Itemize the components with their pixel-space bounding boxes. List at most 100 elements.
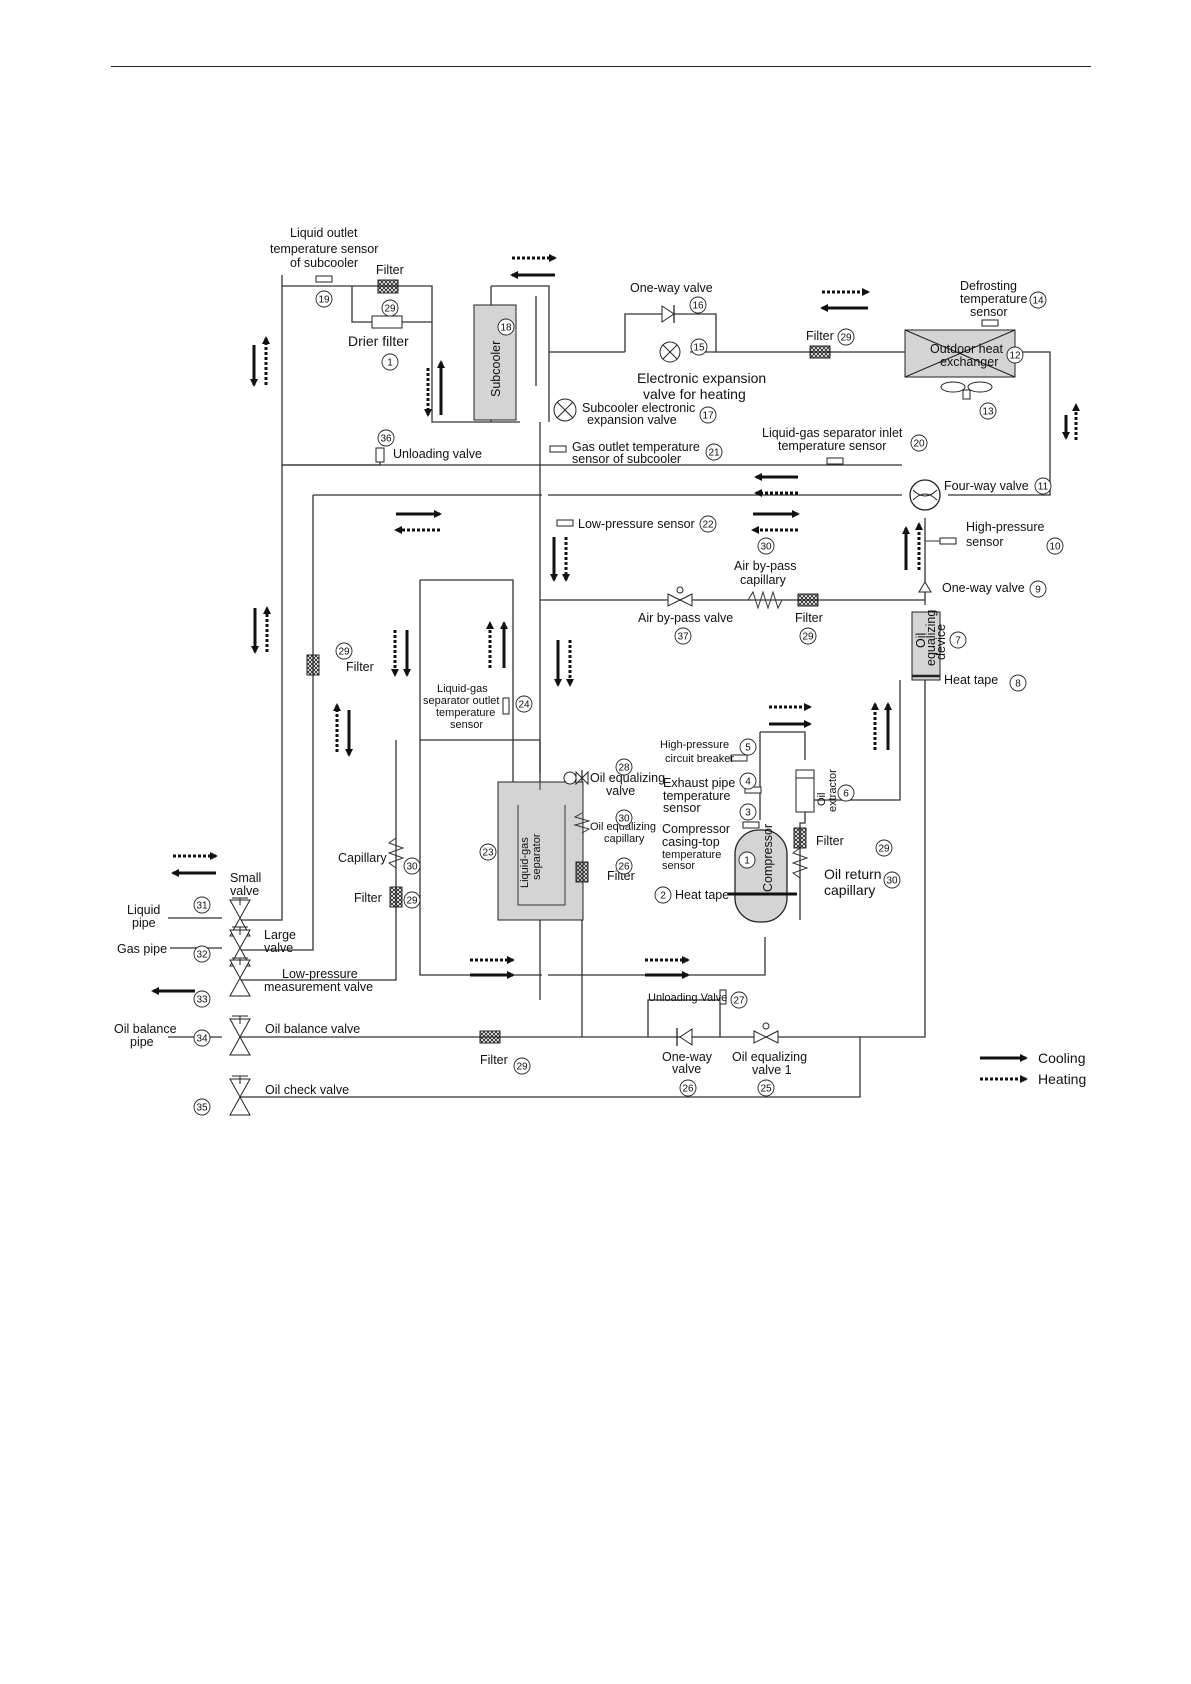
svg-text:29: 29 bbox=[406, 896, 418, 907]
ref-number-n6: 6 bbox=[837, 784, 855, 802]
ref-number-n29g: 29 bbox=[513, 1057, 531, 1075]
svg-text:31: 31 bbox=[196, 901, 208, 912]
oil-return-capillary-icon bbox=[791, 847, 809, 879]
ref-number-n24: 24 bbox=[515, 695, 533, 713]
pipe-network bbox=[240, 275, 1051, 1098]
svg-text:Gas outlet temperature: Gas outlet temperature bbox=[572, 440, 700, 454]
svg-text:Low-pressure: Low-pressure bbox=[282, 967, 358, 981]
svg-text:Oil equalizing: Oil equalizing bbox=[590, 771, 665, 785]
svg-text:Oil balance: Oil balance bbox=[114, 1022, 177, 1036]
compressor-filter-icon bbox=[793, 827, 807, 849]
ref-number-n9: 9 bbox=[1029, 580, 1047, 598]
svg-text:Compressor: Compressor bbox=[662, 822, 730, 836]
svg-text:capillary: capillary bbox=[824, 882, 875, 898]
svg-text:34: 34 bbox=[196, 1034, 208, 1045]
filter-right-label: Filter bbox=[806, 329, 834, 343]
ref-number-n37: 37 bbox=[674, 627, 692, 645]
flow-arrows bbox=[151, 254, 1080, 995]
ref-number-n29d: 29 bbox=[335, 642, 353, 660]
svg-text:capillary: capillary bbox=[740, 573, 787, 587]
ref-number-n5: 5 bbox=[739, 738, 757, 756]
svg-text:37: 37 bbox=[677, 632, 689, 643]
svg-text:valve: valve bbox=[264, 941, 293, 955]
svg-text:20: 20 bbox=[913, 439, 925, 450]
svg-text:18: 18 bbox=[500, 323, 512, 334]
svg-text:1: 1 bbox=[387, 358, 393, 369]
ref-number-n18: 18 bbox=[497, 318, 515, 336]
oil-extractor: Oil extractor bbox=[795, 769, 839, 813]
ref-number-n30a: 30 bbox=[757, 537, 775, 555]
svg-text:12: 12 bbox=[1009, 351, 1021, 362]
oil-equalizing-valve-label: Oil equalizing valve bbox=[590, 771, 665, 798]
svg-text:casing-top: casing-top bbox=[662, 835, 720, 849]
svg-text:valve: valve bbox=[672, 1062, 701, 1076]
heat-tape-2-label: Heat tape bbox=[675, 888, 729, 902]
svg-text:30: 30 bbox=[618, 814, 630, 825]
ref-number-n13: 13 bbox=[979, 402, 997, 420]
svg-text:32: 32 bbox=[196, 950, 208, 961]
large-valve-label: Large valve bbox=[264, 928, 296, 955]
svg-text:Liquid: Liquid bbox=[127, 903, 160, 917]
svg-text:35: 35 bbox=[196, 1103, 208, 1114]
svg-text:24: 24 bbox=[518, 700, 530, 711]
oil-return-capillary-label: Oil return capillary bbox=[824, 866, 882, 898]
oil-equalizing-valve-1-label: Oil equalizing valve 1 bbox=[732, 1050, 807, 1077]
gas-pipe-label: Gas pipe bbox=[117, 942, 167, 956]
one-way-valve-9-icon bbox=[918, 581, 932, 593]
low-pressure-sensor-label: Low-pressure sensor bbox=[578, 517, 695, 531]
svg-text:11: 11 bbox=[1038, 482, 1049, 493]
ref-number-n31: 31 bbox=[193, 896, 211, 914]
svg-text:29: 29 bbox=[384, 304, 396, 315]
svg-text:30: 30 bbox=[406, 862, 418, 873]
capillary-filter-label: Filter bbox=[354, 891, 382, 905]
small-valve-label: Small valve bbox=[230, 871, 261, 898]
ref-number-n7: 7 bbox=[949, 631, 967, 649]
lg-inlet-sensor: Liquid-gas separator inlet temperature s… bbox=[762, 426, 903, 465]
svg-text:2: 2 bbox=[660, 891, 666, 902]
compressor-filter-label: Filter bbox=[816, 834, 844, 848]
svg-text:device: device bbox=[934, 624, 948, 660]
svg-text:4: 4 bbox=[745, 777, 751, 788]
svg-text:10: 10 bbox=[1049, 542, 1061, 553]
liquid-pipe-label: Liquid pipe bbox=[127, 903, 160, 930]
svg-text:15: 15 bbox=[693, 343, 705, 354]
ref-number-n15: 15 bbox=[690, 338, 708, 356]
legend: Cooling Heating bbox=[980, 1050, 1086, 1087]
bottom-filter-icon bbox=[479, 1030, 501, 1044]
svg-text:sensor: sensor bbox=[450, 719, 483, 731]
high-pressure-sensor-label: High-pressure sensor bbox=[966, 520, 1045, 549]
subcooler-eev-icon bbox=[553, 398, 577, 422]
exhaust-sensor-label: Exhaust pipe temperature sensor bbox=[663, 776, 735, 815]
heat-tape-8-label: Heat tape bbox=[944, 673, 998, 687]
filter-right-icon bbox=[809, 345, 831, 359]
ref-number-n27: 27 bbox=[730, 991, 748, 1009]
four-way-valve-label: Four-way valve bbox=[944, 479, 1029, 493]
bypass-filter-label: Filter bbox=[795, 611, 823, 625]
oil-balance-valve-icon bbox=[229, 1015, 251, 1056]
filter-top-icon bbox=[377, 279, 399, 294]
gas-outlet-sensor: Gas outlet temperature sensor of subcool… bbox=[549, 440, 700, 466]
svg-text:14: 14 bbox=[1032, 296, 1044, 307]
svg-text:Defrosting: Defrosting bbox=[960, 279, 1017, 293]
ref-number-n19: 19 bbox=[315, 290, 333, 308]
four-way-valve-icon bbox=[909, 479, 941, 511]
svg-text:Outdoor heat: Outdoor heat bbox=[930, 342, 1003, 356]
oil-filter-icon bbox=[575, 861, 589, 883]
ref-number-n2: 2 bbox=[654, 886, 672, 904]
svg-text:7: 7 bbox=[955, 636, 961, 647]
svg-text:sensor of subcooler: sensor of subcooler bbox=[572, 452, 681, 466]
ref-number-n1a: 1 bbox=[381, 353, 399, 371]
svg-text:measurement valve: measurement valve bbox=[264, 980, 373, 994]
svg-text:8: 8 bbox=[1015, 679, 1021, 690]
ref-number-n29b: 29 bbox=[837, 328, 855, 346]
bottom-filter-label: Filter bbox=[480, 1053, 508, 1067]
svg-text:Subcooler electronic: Subcooler electronic bbox=[582, 401, 695, 415]
svg-text:Liquid outlet: Liquid outlet bbox=[290, 226, 358, 240]
ref-number-n30b: 30 bbox=[615, 809, 633, 827]
oil-balance-valve-label: Oil balance valve bbox=[265, 1022, 360, 1036]
svg-text:30: 30 bbox=[760, 542, 772, 553]
oil-check-valve-label: Oil check valve bbox=[265, 1083, 349, 1097]
svg-text:Liquid-gas: Liquid-gas bbox=[437, 683, 488, 695]
svg-text:28: 28 bbox=[618, 763, 630, 774]
svg-text:sensor: sensor bbox=[966, 535, 1004, 549]
